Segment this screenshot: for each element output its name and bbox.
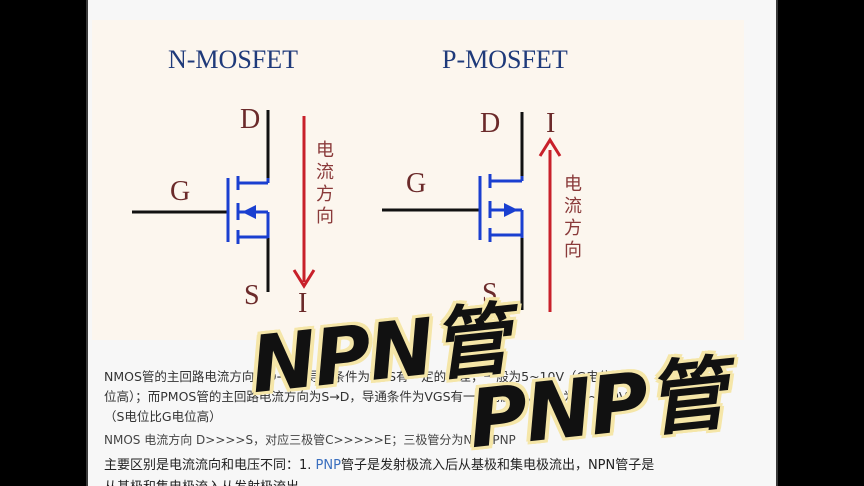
document-page[interactable]: N-MOSFET D G S I 电流方向 [88,0,776,486]
page-edge-right [776,0,778,486]
line5-suffix: 管子是发射极流入后从基极和集电极流出，NPN管子是 [340,458,655,473]
nmos-label-i: I [298,288,307,319]
pmos-label-i: I [546,108,555,139]
pmos-label-d: D [480,108,500,139]
paragraph-line-6: 从基极和集电极流入从发射极流出 [104,478,299,486]
pnp-link[interactable]: PNP [315,458,341,473]
line5-prefix: 主要区别是电流流向和电压不同：1. [104,458,316,473]
paragraph-line-2: 位高）；而PMOS管的主回路电流方向为S→D，导通条件为VGS有一定的压差，一般… [104,389,628,404]
mosfet-figure: N-MOSFET D G S I 电流方向 [92,20,744,340]
pmos-label-s: S [482,278,498,309]
paragraph-line-5: 主要区别是电流流向和电压不同：1. PNP管子是发射极流入后从基极和集电极流出，… [104,456,654,476]
nmos-label-g: G [170,176,190,207]
page-edge-left [86,0,88,486]
pmos-gate-icon [478,174,524,242]
nmos-current-direction: 电流方向 [316,140,334,227]
paragraph-line-1: NMOS管的主回路电流方向为D→S，导通条件为VGS有一定的压差，一般为5~10… [104,369,645,384]
paragraph-line-4: NMOS 电流方向 D>>>>S，对应三极管C>>>>>E；三极管分为NPN P… [104,433,516,447]
pmos-title: P-MOSFET [442,45,568,74]
nmos-label-s: S [244,280,260,311]
nmos-label-d: D [240,104,260,135]
paragraph-line-3: （S电位比G电位高） [104,409,222,424]
pmos-current-direction: 电流方向 [564,174,582,261]
mosfet-diagram: N-MOSFET D G S I 电流方向 [132,45,582,319]
nmos-title: N-MOSFET [168,45,298,74]
pmos-label-g: G [406,168,426,199]
